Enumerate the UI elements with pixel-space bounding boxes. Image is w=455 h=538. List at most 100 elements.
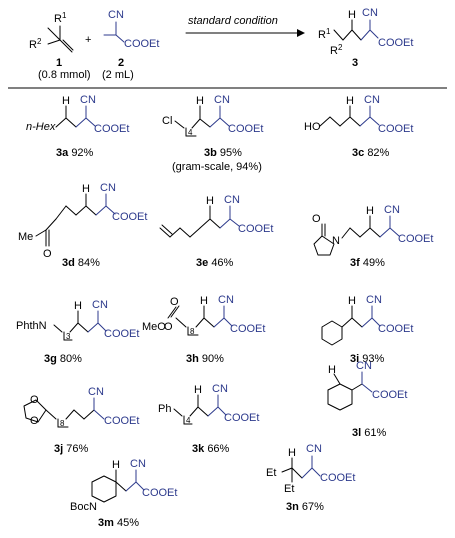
label-3d: 3d 84% — [62, 257, 100, 269]
h-label: H — [366, 205, 374, 217]
h-label: H — [62, 95, 70, 107]
label-3a: 3a 92% — [56, 147, 94, 159]
cn-label: CN — [130, 458, 146, 470]
reaction-arrow: standard condition — [185, 15, 305, 37]
h-label: H — [346, 95, 354, 107]
label-3h: 3h 90% — [186, 353, 224, 365]
ester-label: COOEt — [104, 415, 139, 427]
compound-3e: H CN COOEt 3e 46% — [159, 194, 273, 269]
reagent-2: CN COOEt 2 (2 mL) — [102, 9, 159, 81]
ester-label: COOEt — [378, 323, 413, 335]
cn-label: CN — [108, 9, 124, 21]
ester-label: COOEt — [372, 389, 407, 401]
cn-label: CN — [356, 360, 372, 372]
ester-label: COOEt — [238, 223, 273, 235]
h-label: H — [348, 295, 356, 307]
ester-label: COOEt — [398, 233, 433, 245]
ester-label: COOEt — [224, 412, 259, 424]
r1-label: R1 — [54, 11, 67, 25]
o-label: O — [164, 321, 173, 333]
chain-count: 4 — [186, 416, 191, 425]
label-3i: 3i 93% — [350, 353, 384, 365]
ester-label: COOEt — [142, 487, 177, 499]
et-label: Et — [266, 467, 276, 479]
label-3b: 3b 95% — [204, 147, 242, 159]
ph-label: Ph — [158, 403, 171, 415]
cn-label: CN — [214, 94, 230, 106]
compound-3l: H CN COOEt 3l 61% — [327, 360, 407, 439]
me-label: Me — [18, 231, 33, 243]
ester-label: COOEt — [94, 123, 129, 135]
cn-label: CN — [306, 443, 322, 455]
compound-3a: n-Hex H CN COOEt 3a 92% — [26, 94, 129, 159]
h-label: H — [200, 295, 208, 307]
cn-label: CN — [224, 194, 240, 206]
ester-label: COOEt — [320, 472, 355, 484]
product-3: H CN COOEt R1 R2 3 — [318, 7, 413, 69]
plus-sign: + — [85, 34, 91, 46]
n-hex-label: n-Hex — [26, 121, 56, 133]
reagent1-amount: (0.8 mmol) — [38, 69, 91, 81]
ester-label: COOEt — [104, 328, 139, 340]
label-3j: 3j 76% — [54, 443, 88, 455]
h-label: H — [196, 95, 204, 107]
compound-3h: O O MeO 8 H CN COOEt 3h 90% — [142, 294, 265, 365]
et-label: Et — [284, 483, 294, 495]
compound-3d: Me O H CN COOEt 3d 84% — [18, 182, 147, 269]
ester-label: COOEt — [378, 123, 413, 135]
compound-number-1: 1 — [56, 57, 62, 69]
cn-label: CN — [364, 94, 380, 106]
cl-label: Cl — [162, 115, 172, 127]
h-label: H — [194, 384, 202, 396]
compound-3b: Cl 4 H CN COOEt 3b 95% (gram-scale, 94%) — [162, 94, 263, 173]
h-label: H — [288, 447, 296, 459]
compound-3j: O O 8 CN COOEt 3j 76% — [23, 386, 139, 455]
n-label: N — [332, 235, 340, 247]
chain-count: 8 — [190, 327, 195, 336]
label-3f: 3f 49% — [350, 257, 385, 269]
cn-label: CN — [366, 294, 382, 306]
compound-3g: PhthN 3 H CN COOEt 3g 80% — [16, 299, 139, 365]
ester-label: COOEt — [112, 211, 147, 223]
h-label: H — [206, 195, 214, 207]
ester-label: COOEt — [230, 323, 265, 335]
ho-label: HO — [304, 121, 321, 133]
ester-label: COOEt — [124, 38, 159, 50]
cn-label: CN — [88, 386, 104, 398]
h-label: H — [348, 9, 356, 21]
o-label: O — [312, 213, 321, 225]
compound-3f: O N H CN COOEt 3f 49% — [312, 204, 433, 269]
compound-number-3: 3 — [352, 57, 358, 69]
label-3m: 3m 45% — [98, 517, 139, 529]
compound-3n: Et H Et CN COOEt 3n 67% — [266, 443, 355, 513]
cn-label: CN — [218, 294, 234, 306]
chain-count: 4 — [188, 128, 193, 137]
r2-label: R2 — [330, 43, 343, 57]
o1-label: O — [30, 394, 39, 406]
cn-label: CN — [92, 299, 108, 311]
chain-count: 8 — [60, 419, 65, 428]
o2-label: O — [30, 415, 39, 427]
compound-3k: Ph 4 H CN COOEt 3k 66% — [158, 383, 259, 455]
ester-label: COOEt — [378, 37, 413, 49]
o-label: O — [43, 248, 52, 260]
compound-3m: H CN COOEt BocN 3m 45% — [70, 458, 177, 529]
label-3k: 3k 66% — [192, 443, 230, 455]
phthn-label: PhthN — [16, 320, 47, 332]
cn-label: CN — [362, 7, 378, 19]
ester-label: COOEt — [228, 123, 263, 135]
label-3l: 3l 61% — [352, 427, 386, 439]
label-3n: 3n 67% — [286, 501, 324, 513]
compound-number-2: 2 — [118, 57, 124, 69]
h-label: H — [74, 300, 82, 312]
chain-count: 3 — [66, 332, 71, 341]
r1-label: R1 — [318, 27, 331, 41]
h-label: H — [112, 459, 120, 471]
label-3e: 3e 46% — [196, 257, 234, 269]
cn-label: CN — [80, 94, 96, 106]
meo-label: MeO — [142, 321, 166, 333]
bocn-label: BocN — [70, 501, 97, 513]
cn-label: CN — [212, 383, 228, 395]
cn-label: CN — [100, 182, 116, 194]
